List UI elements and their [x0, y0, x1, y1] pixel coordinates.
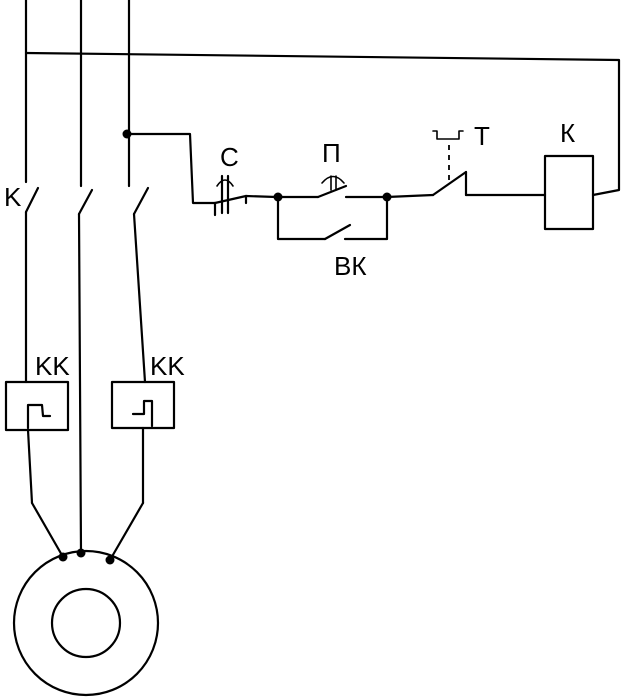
control-feed-wire — [125, 132, 217, 205]
thermal-relay-left — [4, 380, 70, 432]
terminal-dot-3 — [105, 555, 115, 565]
contactor-coil-label: К — [560, 118, 575, 148]
contactor-coil — [543, 154, 595, 231]
thermal-relay-left-label: KK — [35, 351, 70, 381]
start-button — [276, 175, 389, 199]
stop-button — [213, 174, 278, 217]
thermal-relay-right-label: KK — [150, 351, 185, 381]
main-contacts-k — [24, 186, 150, 216]
phase-lines-lower — [24, 210, 147, 555]
start-button-label: П — [322, 138, 341, 168]
thermal-relay-right — [110, 380, 176, 430]
stop-button-label: С — [220, 142, 239, 172]
top-control-wire — [24, 51, 621, 197]
aux-contact-label: ВК — [334, 251, 367, 281]
aux-contact-vk — [276, 195, 389, 241]
time-relay-contact — [385, 130, 547, 199]
contactor-main-label: K — [4, 182, 22, 212]
terminal-dot-2 — [76, 548, 86, 558]
motor-leads — [26, 426, 145, 562]
phase-lines-upper — [24, 0, 131, 188]
motor-symbol — [12, 549, 160, 697]
time-relay-label: Т — [474, 121, 490, 151]
